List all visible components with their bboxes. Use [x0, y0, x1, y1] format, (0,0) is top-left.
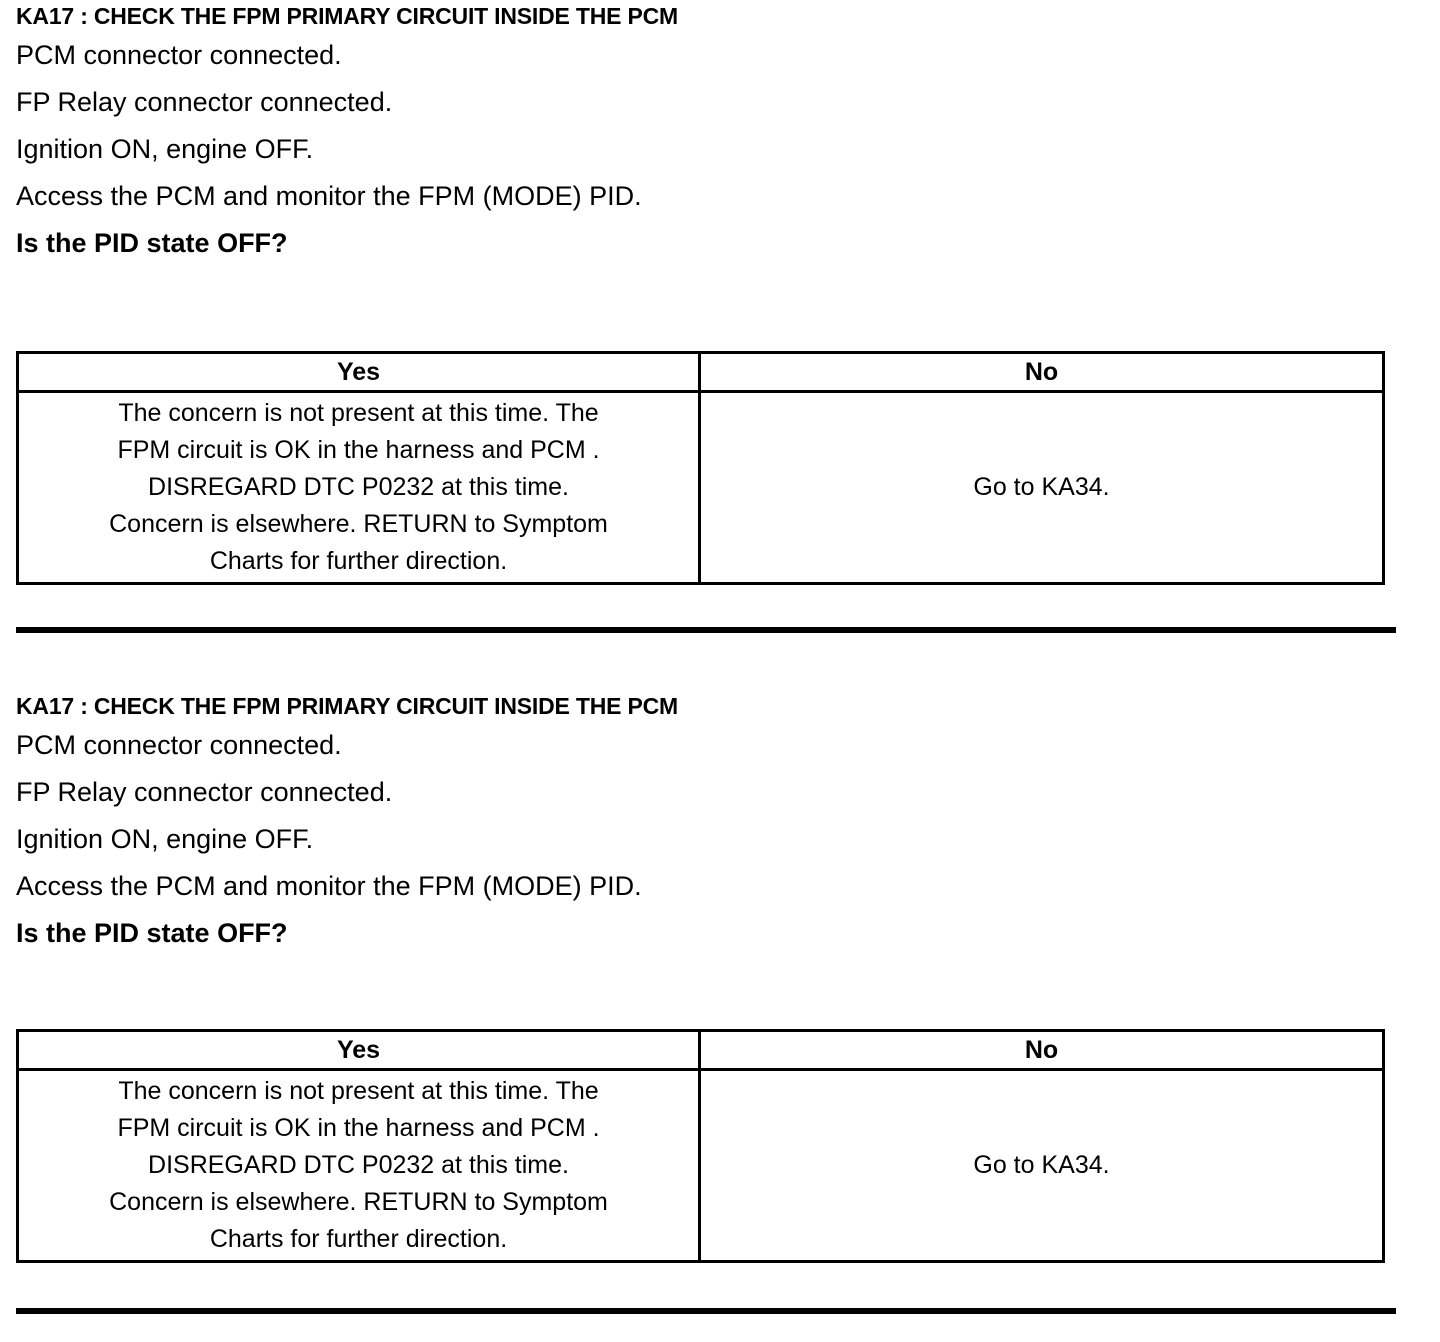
- cell-yes-answer: The concern is not present at this time.…: [16, 1068, 701, 1263]
- diagnostic-section-1: KA17 : CHECK THE FPM PRIMARY CIRCUIT INS…: [0, 0, 1440, 267]
- table-header-row: Yes No: [16, 1029, 1385, 1071]
- table-row: The concern is not present at this time.…: [16, 1068, 1385, 1263]
- column-header-yes: Yes: [16, 351, 701, 393]
- step-question: Is the PID state OFF?: [16, 228, 288, 258]
- yes-answer-line: DISREGARD DTC P0232 at this time.: [148, 473, 569, 501]
- step-instruction: PCM connector connected.: [16, 730, 342, 760]
- cell-yes-answer: The concern is not present at this time.…: [16, 390, 701, 585]
- step-instruction: FP Relay connector connected.: [16, 87, 393, 117]
- yes-answer-line: Concern is elsewhere. RETURN to Symptom: [109, 1188, 608, 1216]
- yes-answer-line: The concern is not present at this time.…: [118, 1077, 599, 1105]
- column-header-no: No: [698, 1029, 1385, 1071]
- yes-answer-line: FPM circuit is OK in the harness and PCM…: [117, 1114, 600, 1142]
- yes-answer-line: FPM circuit is OK in the harness and PCM…: [117, 436, 600, 464]
- yes-answer-line: Charts for further direction.: [209, 547, 508, 575]
- yes-answer-line: Charts for further direction.: [209, 1225, 508, 1253]
- cell-no-answer: Go to KA34.: [698, 1068, 1385, 1263]
- section-divider-rule: [16, 627, 1396, 633]
- column-header-yes: Yes: [16, 1029, 701, 1071]
- step-instruction: Access the PCM and monitor the FPM (MODE…: [16, 181, 642, 211]
- step-instruction: Ignition ON, engine OFF.: [16, 824, 314, 854]
- step-instruction: PCM connector connected.: [16, 40, 342, 70]
- step-instruction: FP Relay connector connected.: [16, 777, 393, 807]
- table-row: The concern is not present at this time.…: [16, 390, 1385, 585]
- decision-table: Yes No The concern is not present at thi…: [16, 351, 1385, 585]
- step-instruction-list: PCM connector connected. FP Relay connec…: [0, 722, 1440, 957]
- yes-answer-text: The concern is not present at this time.…: [23, 395, 694, 580]
- step-title: KA17 : CHECK THE FPM PRIMARY CIRCUIT INS…: [16, 693, 678, 719]
- step-instruction: Ignition ON, engine OFF.: [16, 134, 314, 164]
- table-header-row: Yes No: [16, 351, 1385, 393]
- decision-table: Yes No The concern is not present at thi…: [16, 1029, 1385, 1263]
- column-header-no: No: [698, 351, 1385, 393]
- yes-answer-text: The concern is not present at this time.…: [23, 1073, 694, 1258]
- step-title: KA17 : CHECK THE FPM PRIMARY CIRCUIT INS…: [16, 3, 678, 29]
- yes-answer-line: The concern is not present at this time.…: [118, 399, 599, 427]
- diagnostic-section-2: KA17 : CHECK THE FPM PRIMARY CIRCUIT INS…: [0, 690, 1440, 957]
- yes-answer-line: DISREGARD DTC P0232 at this time.: [148, 1151, 569, 1179]
- cell-no-answer: Go to KA34.: [698, 390, 1385, 585]
- yes-answer-line: Concern is elsewhere. RETURN to Symptom: [109, 510, 608, 538]
- step-instruction: Access the PCM and monitor the FPM (MODE…: [16, 871, 642, 901]
- page-bottom-rule: [16, 1308, 1396, 1314]
- step-question: Is the PID state OFF?: [16, 918, 288, 948]
- step-instruction-list: PCM connector connected. FP Relay connec…: [0, 32, 1440, 267]
